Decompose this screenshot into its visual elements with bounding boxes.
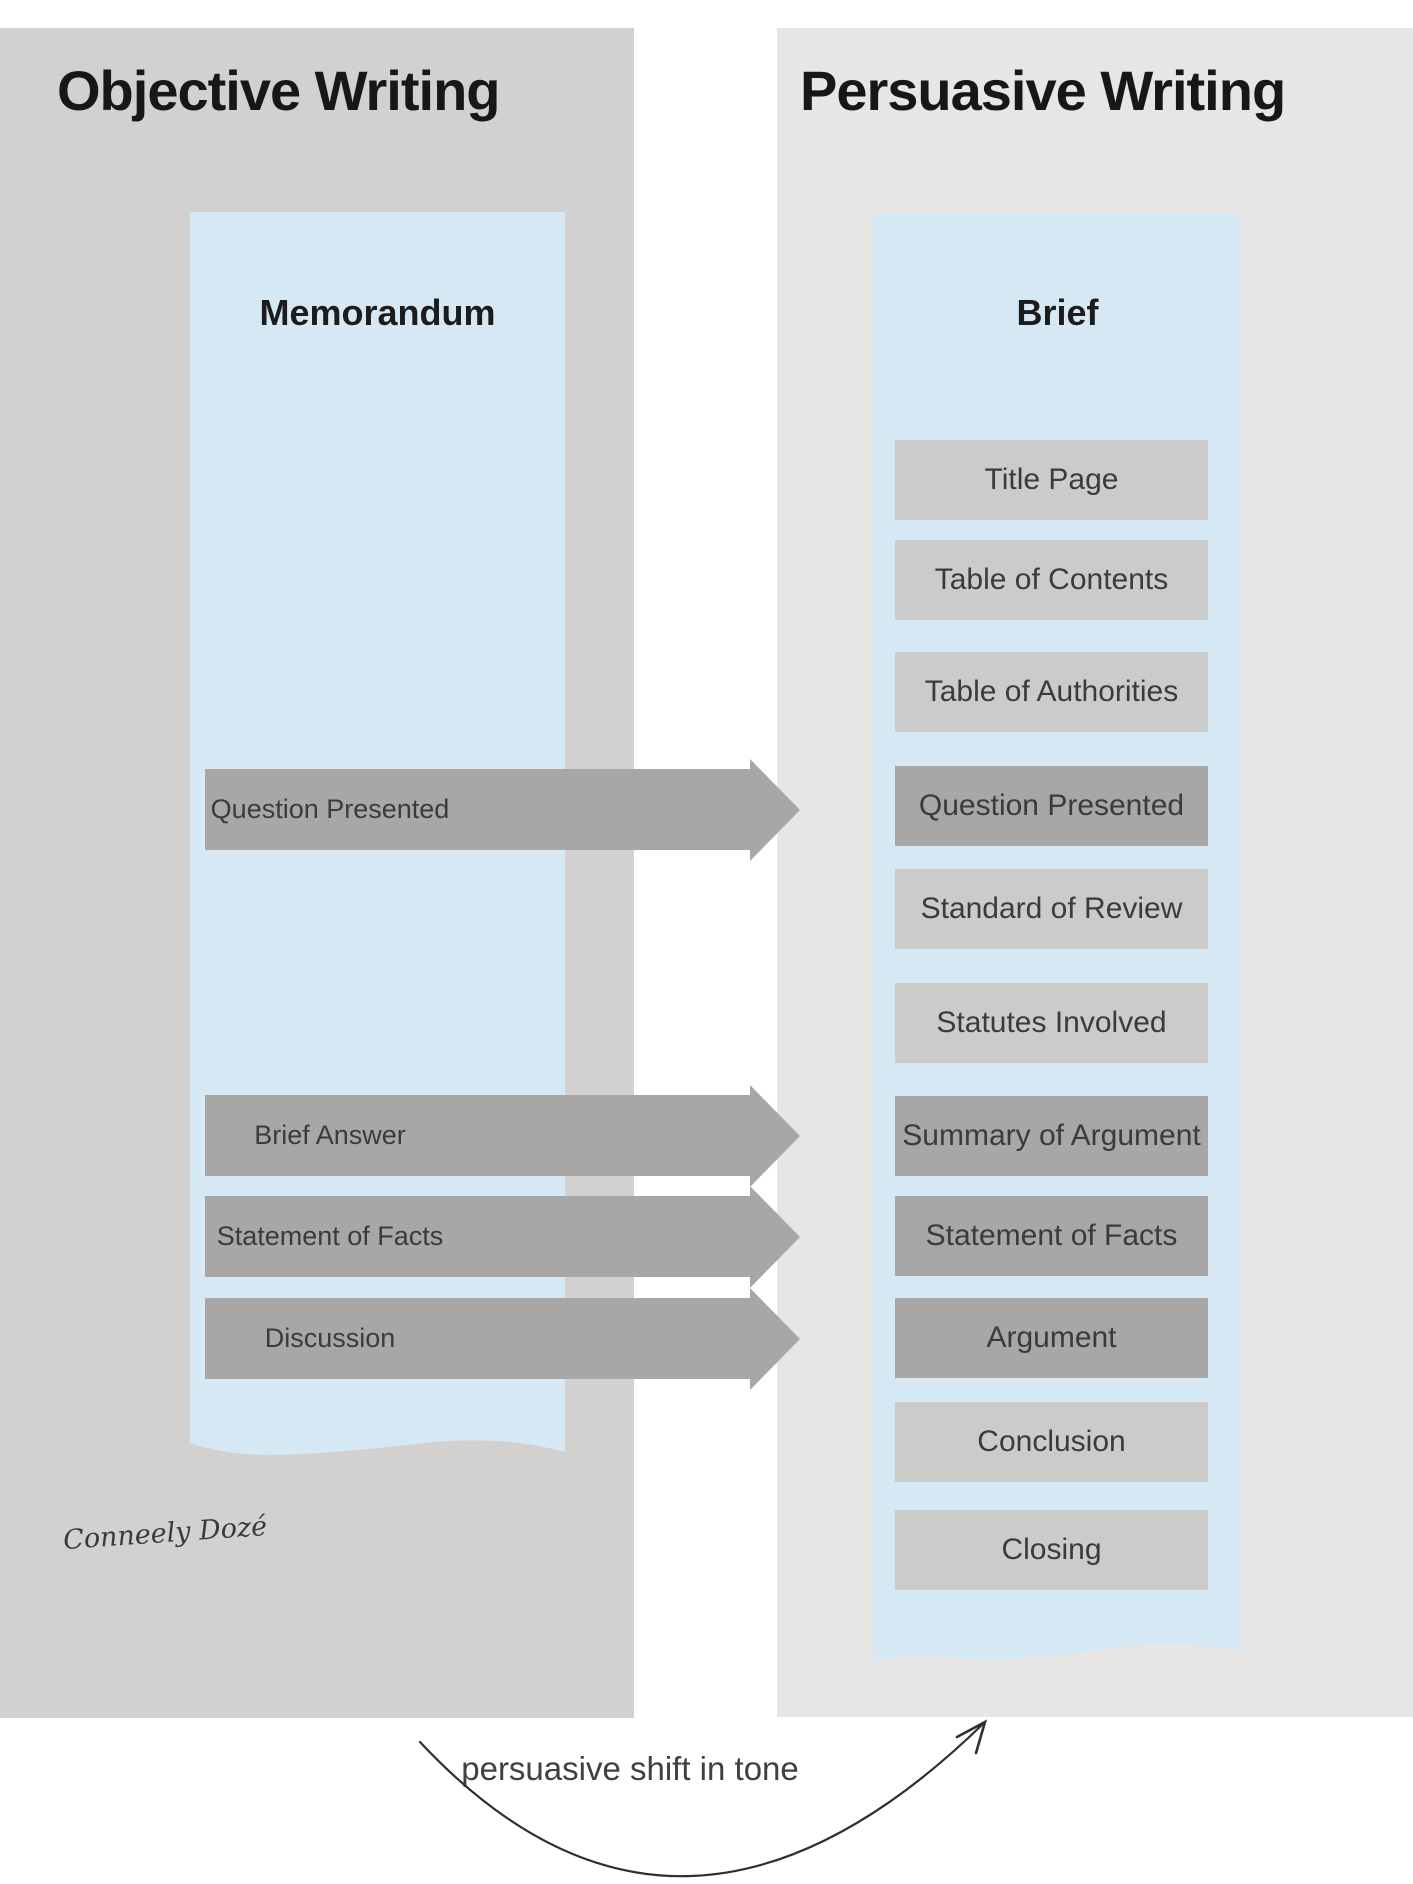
arrow-right-icon [750, 1186, 800, 1288]
brief-section-statement-of-facts: Statement of Facts [895, 1196, 1208, 1276]
objective-writing-title: Objective Writing [57, 59, 500, 122]
persuasive-writing-title: Persuasive Writing [800, 59, 1286, 122]
arrow-shaft: Statement of Facts [205, 1196, 750, 1277]
arrow-shaft: Brief Answer [205, 1095, 750, 1176]
arrow-label: Discussion [264, 1323, 396, 1353]
arrow-label: Statement of Facts [216, 1221, 444, 1251]
brief-section-closing: Closing [895, 1510, 1208, 1590]
curved-arrow-icon [418, 1719, 988, 1878]
persuasive-shift-note: persuasive shift in tone [461, 1750, 799, 1787]
brief-label: Brief [1016, 292, 1099, 333]
brief-section-table-of-contents: Table of Contents [895, 540, 1208, 620]
arrow-shaft: Discussion [205, 1298, 750, 1379]
brief-section-question-presented: Question Presented [895, 766, 1208, 846]
brief-section-conclusion: Conclusion [895, 1402, 1208, 1482]
arrow-label: Brief Answer [254, 1120, 406, 1150]
brief-section-summary-of-argument: Summary of Argument [895, 1096, 1208, 1176]
arrow-right-icon [750, 1085, 800, 1187]
brief-section-standard-of-review: Standard of Review [895, 869, 1208, 949]
arrow-shaft: Question Presented [205, 769, 750, 850]
arrow-right-icon [750, 1288, 800, 1390]
memorandum-label: Memorandum [259, 292, 496, 333]
brief-section-table-of-authorities: Table of Authorities [895, 652, 1208, 732]
brief-section-argument: Argument [895, 1298, 1208, 1378]
arrow-right-icon [750, 759, 800, 861]
arrow-label: Question Presented [210, 794, 450, 824]
brief-section-statutes-involved: Statutes Involved [895, 983, 1208, 1063]
brief-section-title-page: Title Page [895, 440, 1208, 520]
